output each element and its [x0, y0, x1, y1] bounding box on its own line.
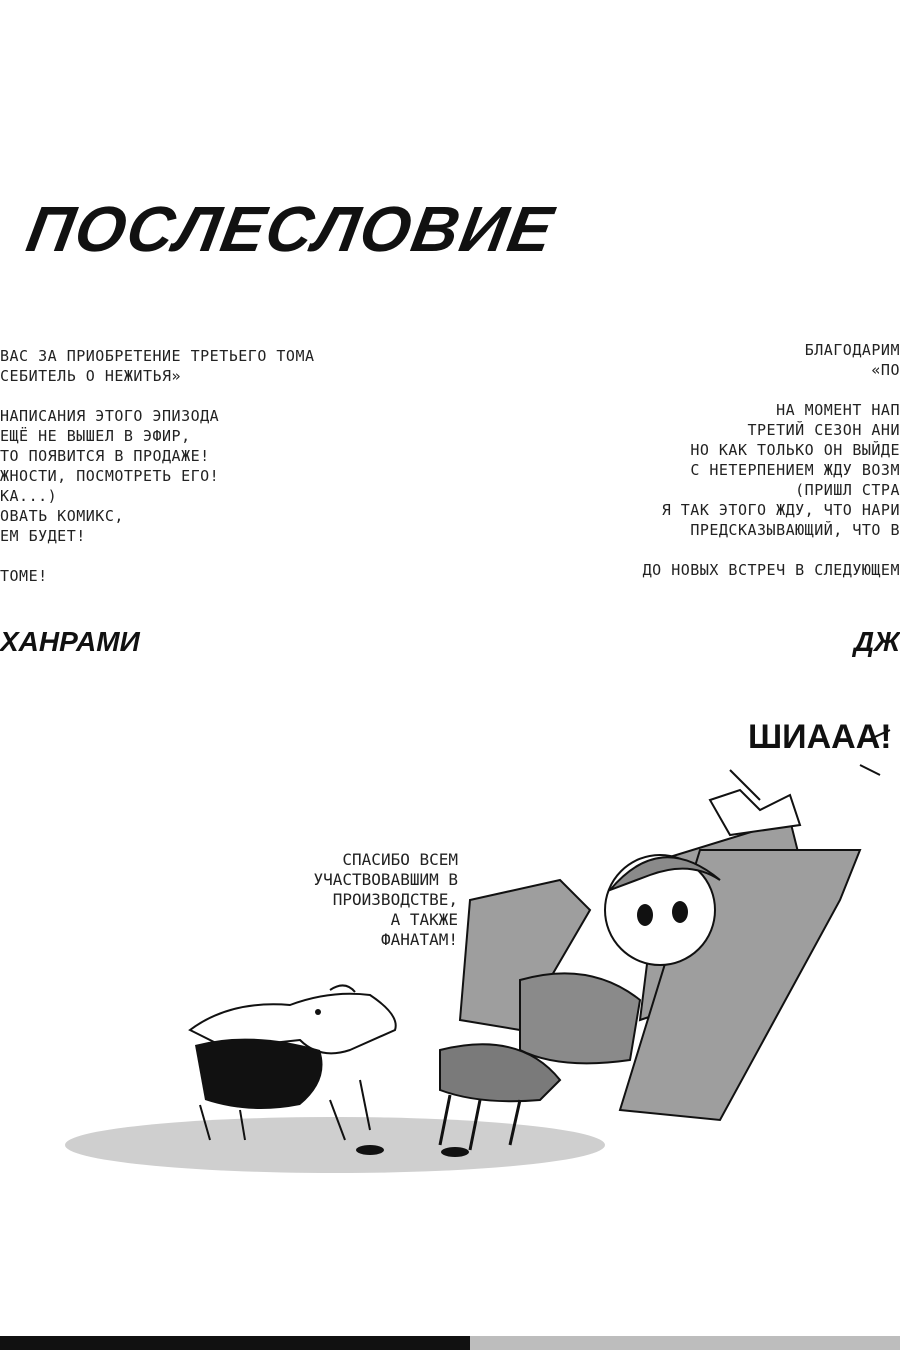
ground-shadow	[65, 1117, 605, 1173]
thanks-line: ПРОИЗВОДСТВЕ,	[332, 890, 458, 909]
thanks-line: УЧАСТВОВАВШИМ В	[313, 870, 459, 889]
left-line: КА...)	[0, 487, 58, 505]
shout-motion-lines	[729, 729, 891, 801]
right-line: БЛАГОДАРИМ	[804, 341, 900, 359]
left-line: НАПИСАНИЯ ЭТОГО ЭПИЗОДА	[0, 407, 220, 425]
right-text-column: БЛАГОДАРИМ «ПО НА МОМЕНТ НАП ТРЕТИЙ СЕЗО…	[600, 340, 900, 580]
right-line: ПРЕДСКАЗЫВАЮЩИЙ, ЧТО В	[690, 521, 900, 539]
right-line: (ПРИШЛ СТРА	[795, 481, 900, 499]
shout-text: ШИААА!	[748, 718, 892, 756]
author-signature-right: ДЖ	[853, 626, 900, 657]
author-signature-left: ХАНРАМИ	[0, 626, 140, 657]
left-line: СЕБИТЕЛЬ О НЕЖИТЬЯ»	[0, 367, 182, 385]
left-text-column: ВАС ЗА ПРИОБРЕТЕНИЕ ТРЕТЬЕГО ТОМА СЕБИТЕ…	[0, 346, 360, 586]
thanks-text: СПАСИБО ВСЕМ УЧАСТВОВАВШИМ В ПРОИЗВОДСТВ…	[238, 850, 459, 950]
left-line: ОВАТЬ КОМИКС,	[0, 507, 124, 525]
right-line: «ПО	[871, 361, 900, 379]
page-title: ПОСЛЕСЛОВИЕ	[21, 193, 560, 265]
right-line: С НЕТЕРПЕНИЕМ ЖДУ ВОЗМ	[690, 461, 900, 479]
girl-character	[356, 788, 862, 1157]
left-line: ЕМ БУДЕТ!	[0, 527, 86, 545]
thanks-line: СПАСИБО ВСЕМ	[342, 850, 458, 869]
right-line: НА МОМЕНТ НАП	[776, 401, 900, 419]
right-line: НО КАК ТОЛЬКО ОН ВЫЙДЕ	[690, 441, 900, 459]
left-line: ТОМЕ!	[0, 567, 48, 585]
illustration	[65, 729, 891, 1173]
thanks-line: ФАНАТАМ!	[380, 930, 458, 949]
left-line: ТО ПОЯВИТСЯ В ПРОДАЖЕ!	[0, 447, 210, 465]
footer-tone-strip	[470, 1336, 900, 1350]
left-line: ВАС ЗА ПРИОБРЕТЕНИЕ ТРЕТЬЕГО ТОМА	[0, 347, 315, 365]
right-line: ДО НОВЫХ ВСТРЕЧ В СЛЕДУЮЩЕМ	[642, 561, 900, 579]
right-line: Я ТАК ЭТОГО ЖДУ, ЧТО НАРИ	[661, 501, 900, 519]
left-line: ЖНОСТИ, ПОСМОТРЕТЬ ЕГО!	[0, 467, 220, 485]
thanks-line: А ТАКЖЕ	[390, 910, 458, 929]
dog-character	[188, 984, 397, 1141]
left-line: ЕЩЁ НЕ ВЫШЕЛ В ЭФИР,	[0, 427, 191, 445]
right-line: ТРЕТИЙ СЕЗОН АНИ	[747, 421, 900, 439]
